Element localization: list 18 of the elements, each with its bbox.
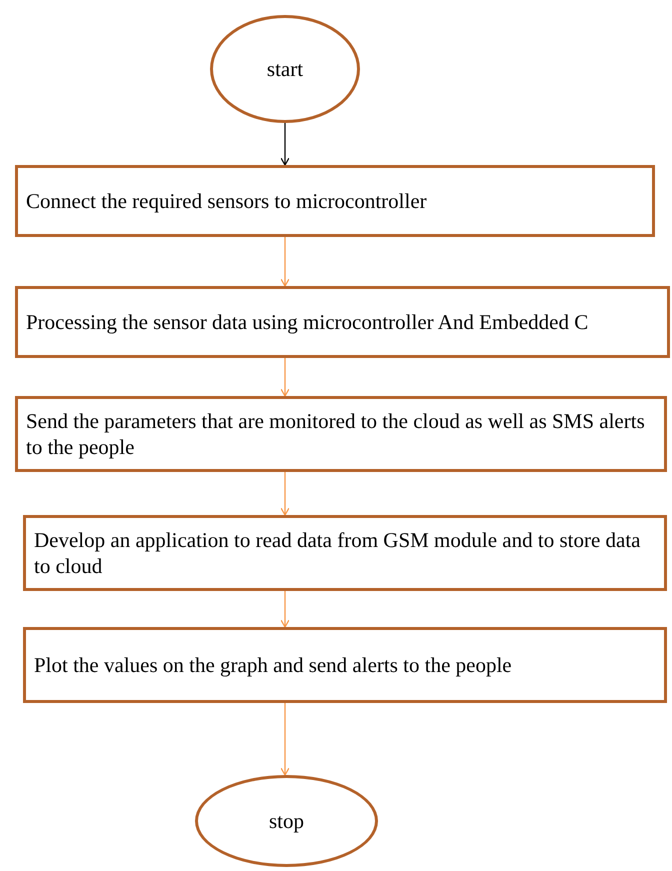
step-text: Plot the values on the graph and send alerts to the people [34, 652, 512, 678]
arrow [280, 703, 290, 776]
process-box [23, 627, 667, 703]
arrow [280, 591, 290, 628]
step-text: stop [268, 808, 304, 834]
process-box [15, 396, 667, 472]
step-text: Develop an application to read data from GSM module and to store data to cloud [34, 527, 642, 579]
step-text: Send the parameters that are monitored to the cloud as well as SMS alerts to the people [26, 408, 646, 460]
step-text: start [266, 56, 304, 82]
arrow [280, 358, 290, 397]
arrow [280, 123, 290, 166]
step-text: Connect the required sensors to microcontroller [26, 188, 427, 214]
step-text: Processing the sensor data using microcontroller And Embedded C [26, 309, 588, 335]
process-box [15, 286, 670, 358]
arrow [280, 472, 290, 516]
process-box [15, 165, 655, 237]
arrow [280, 237, 290, 287]
process-box [23, 515, 667, 591]
